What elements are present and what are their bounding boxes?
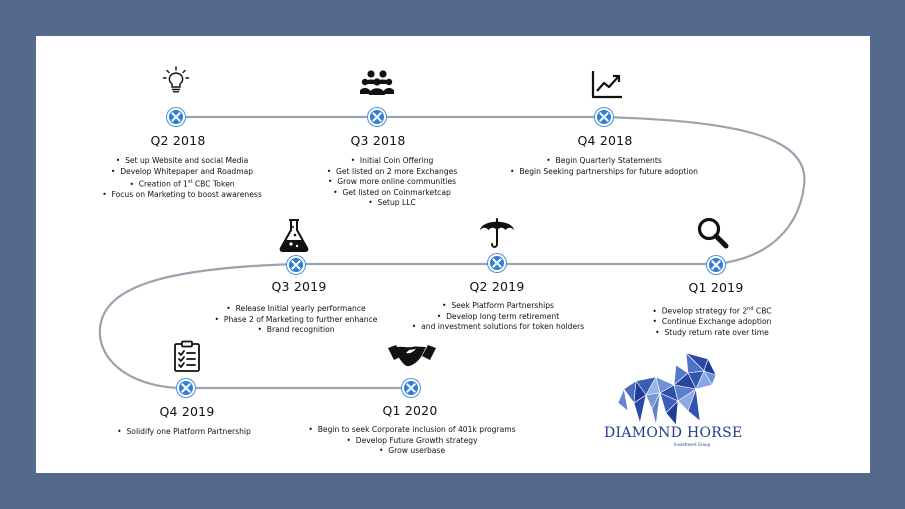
list-item: Continue Exchange adoption	[572, 317, 852, 328]
milestone-items-q2-2018: Set up Website and social Media Develop …	[42, 156, 322, 201]
milestone-node-q4-2019[interactable]	[177, 379, 195, 397]
horse-logo	[617, 352, 717, 426]
milestone-node-q1-2020[interactable]	[402, 379, 420, 397]
list-item: Develop strategy for 2nd CBC	[572, 304, 852, 317]
milestone-items-q4-2018: Begin Quarterly Statements Begin Seeking…	[464, 156, 744, 177]
quarter-label-q3-2019: Q3 2019	[271, 279, 327, 294]
list-item: Develop Whitepaper and Roadmap	[42, 167, 322, 178]
list-item: Initial Coin Offering	[252, 156, 532, 167]
magnifier-icon	[697, 217, 729, 249]
list-item: Seek Platform Partnerships	[358, 301, 638, 312]
list-item: Set up Website and social Media	[42, 156, 322, 167]
list-item: Setup LLC	[252, 198, 532, 209]
roadmap-slide: Q2 2018 Q3 2018 Q4 2018 Q1 2019 Q2 2019 …	[36, 36, 870, 473]
list-item: Develop long term retirement	[358, 312, 638, 323]
list-item: Phase 2 of Marketing to further enhance	[156, 315, 436, 326]
quarter-label-q2-2019: Q2 2019	[469, 279, 525, 294]
milestone-items-q1-2020: Begin to seek Corporate inclusion of 401…	[272, 425, 552, 457]
checklist-icon	[174, 340, 200, 372]
milestone-node-q2-2019[interactable]	[488, 254, 506, 272]
milestone-items-q2-2019: Seek Platform Partnerships Develop long …	[358, 301, 638, 333]
list-item: Focus on Marketing to boost awareness	[42, 190, 322, 201]
quarter-label-q3-2018: Q3 2018	[350, 133, 406, 148]
list-item: Begin Quarterly Statements	[464, 156, 744, 167]
quarter-label-q1-2019: Q1 2019	[688, 280, 744, 295]
brand-tagline: Investment Group	[674, 442, 711, 447]
list-item: Solidify one Platform Partnership	[44, 427, 324, 438]
milestone-node-q3-2018[interactable]	[368, 108, 386, 126]
brand-name: DIAMOND HORSE	[604, 425, 743, 441]
list-item: Grow more online communities	[252, 177, 532, 188]
quarter-label-q1-2020: Q1 2020	[382, 403, 438, 418]
list-item: Study return rate over time	[572, 328, 852, 339]
quarter-label-q2-2018: Q2 2018	[150, 133, 206, 148]
list-item: Develop Future Growth strategy	[272, 436, 552, 447]
quarter-label-q4-2018: Q4 2018	[577, 133, 633, 148]
milestone-node-q3-2019[interactable]	[287, 256, 305, 274]
milestone-items-q1-2019: Develop strategy for 2nd CBC Continue Ex…	[572, 304, 852, 338]
list-item: Grow userbase	[272, 446, 552, 457]
list-item: Release Initial yearly performance	[156, 304, 436, 315]
line-chart-icon	[591, 71, 622, 99]
milestone-node-q1-2019[interactable]	[707, 256, 725, 274]
list-item: Get listed on Coinmarketcap	[252, 188, 532, 199]
list-item: Get listed on 2 more Exchanges	[252, 167, 532, 178]
list-item: Creation of 1st CBC Token	[42, 177, 322, 190]
list-item: Brand recognition	[156, 325, 436, 336]
quarter-label-q4-2019: Q4 2019	[159, 404, 215, 419]
list-item: Begin Seeking partnerships for future ad…	[464, 167, 744, 178]
milestone-items-q3-2019: Release Initial yearly performance Phase…	[156, 304, 436, 336]
list-item: Begin to seek Corporate inclusion of 401…	[272, 425, 552, 436]
flask-icon	[279, 219, 309, 252]
milestone-items-q4-2019: Solidify one Platform Partnership	[44, 427, 324, 438]
lightbulb-icon	[162, 66, 190, 93]
list-item: and investment solutions for token holde…	[358, 322, 638, 333]
handshake-icon	[388, 345, 436, 367]
umbrella-icon	[480, 218, 514, 248]
people-group-icon	[360, 70, 394, 95]
milestone-items-q3-2018: Initial Coin Offering Get listed on 2 mo…	[252, 156, 532, 209]
milestone-node-q2-2018[interactable]	[167, 108, 185, 126]
milestone-node-q4-2018[interactable]	[595, 108, 613, 126]
